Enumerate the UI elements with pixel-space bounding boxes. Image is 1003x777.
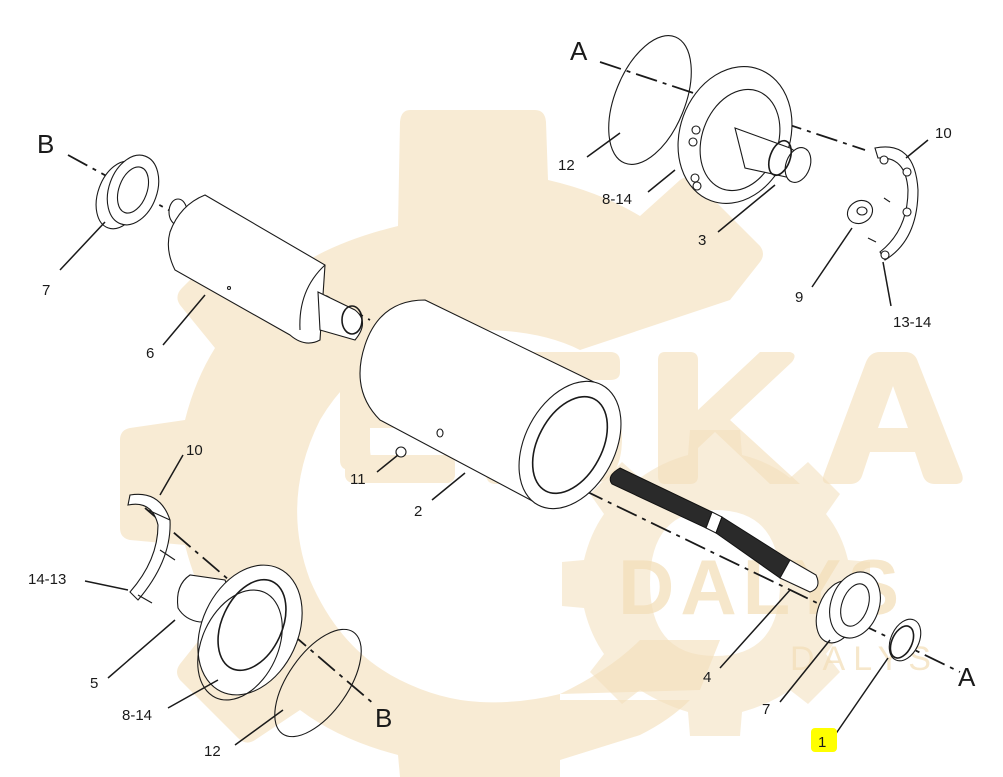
section-marker-b-top: B — [37, 129, 54, 159]
callout-8-14-top[interactable]: 8-14 — [602, 191, 632, 208]
callout-1-highlight — [811, 728, 837, 752]
callout-1[interactable]: 1 — [818, 734, 826, 751]
section-marker-a-top: A — [570, 36, 588, 66]
section-marker-b-bottom: B — [375, 703, 392, 733]
part-4-splined-shaft[interactable] — [609, 467, 819, 593]
callout-14-13[interactable]: 14-13 — [28, 571, 66, 588]
callout-10-top[interactable]: 10 — [935, 125, 952, 142]
callout-5[interactable]: 5 — [90, 675, 98, 692]
part-7-bearing-bottom[interactable] — [808, 565, 889, 649]
part-10-retainer-top[interactable] — [867, 146, 919, 261]
callout-6[interactable]: 6 — [146, 345, 154, 362]
callout-4[interactable]: 4 — [703, 669, 711, 686]
part-2-drum[interactable] — [359, 299, 642, 526]
part-6-motor-housing[interactable] — [167, 194, 364, 344]
watermark-small-gear-icon — [562, 430, 870, 736]
part-5-flange-hub[interactable] — [176, 548, 323, 714]
callout-12-top[interactable]: 12 — [558, 157, 575, 174]
part-11-plug[interactable] — [395, 446, 407, 458]
callout-13-14[interactable]: 13-14 — [893, 314, 931, 331]
part-1-seal[interactable] — [883, 614, 927, 666]
part-9-nut[interactable] — [843, 196, 877, 228]
part-10-retainer-bottom[interactable] — [127, 493, 176, 604]
callout-labels: A A B B 12 8-14 3 10 9 13-14 7 6 11 2 10… — [28, 36, 976, 760]
section-marker-a-bottom: A — [958, 662, 976, 692]
axis-line-b-bottom — [144, 507, 376, 706]
callout-7-bottom[interactable]: 7 — [762, 701, 770, 718]
callout-2[interactable]: 2 — [414, 503, 422, 520]
axis-line-a-top — [599, 61, 866, 151]
callout-8-14-bottom[interactable]: 8-14 — [122, 707, 152, 724]
leader-lines — [59, 132, 929, 746]
callout-10-bottom[interactable]: 10 — [186, 442, 203, 459]
part-12-oring-bottom[interactable] — [258, 615, 378, 751]
callout-11[interactable]: 11 — [350, 471, 366, 488]
callout-7-top[interactable]: 7 — [42, 282, 50, 299]
callout-3[interactable]: 3 — [698, 232, 706, 249]
callout-9[interactable]: 9 — [795, 289, 803, 306]
callout-12-bottom[interactable]: 12 — [204, 743, 221, 760]
part-3-flange-spindle[interactable] — [659, 50, 815, 219]
part-12-oring-top[interactable] — [592, 24, 708, 176]
part-7-bearing-top[interactable] — [87, 148, 168, 235]
